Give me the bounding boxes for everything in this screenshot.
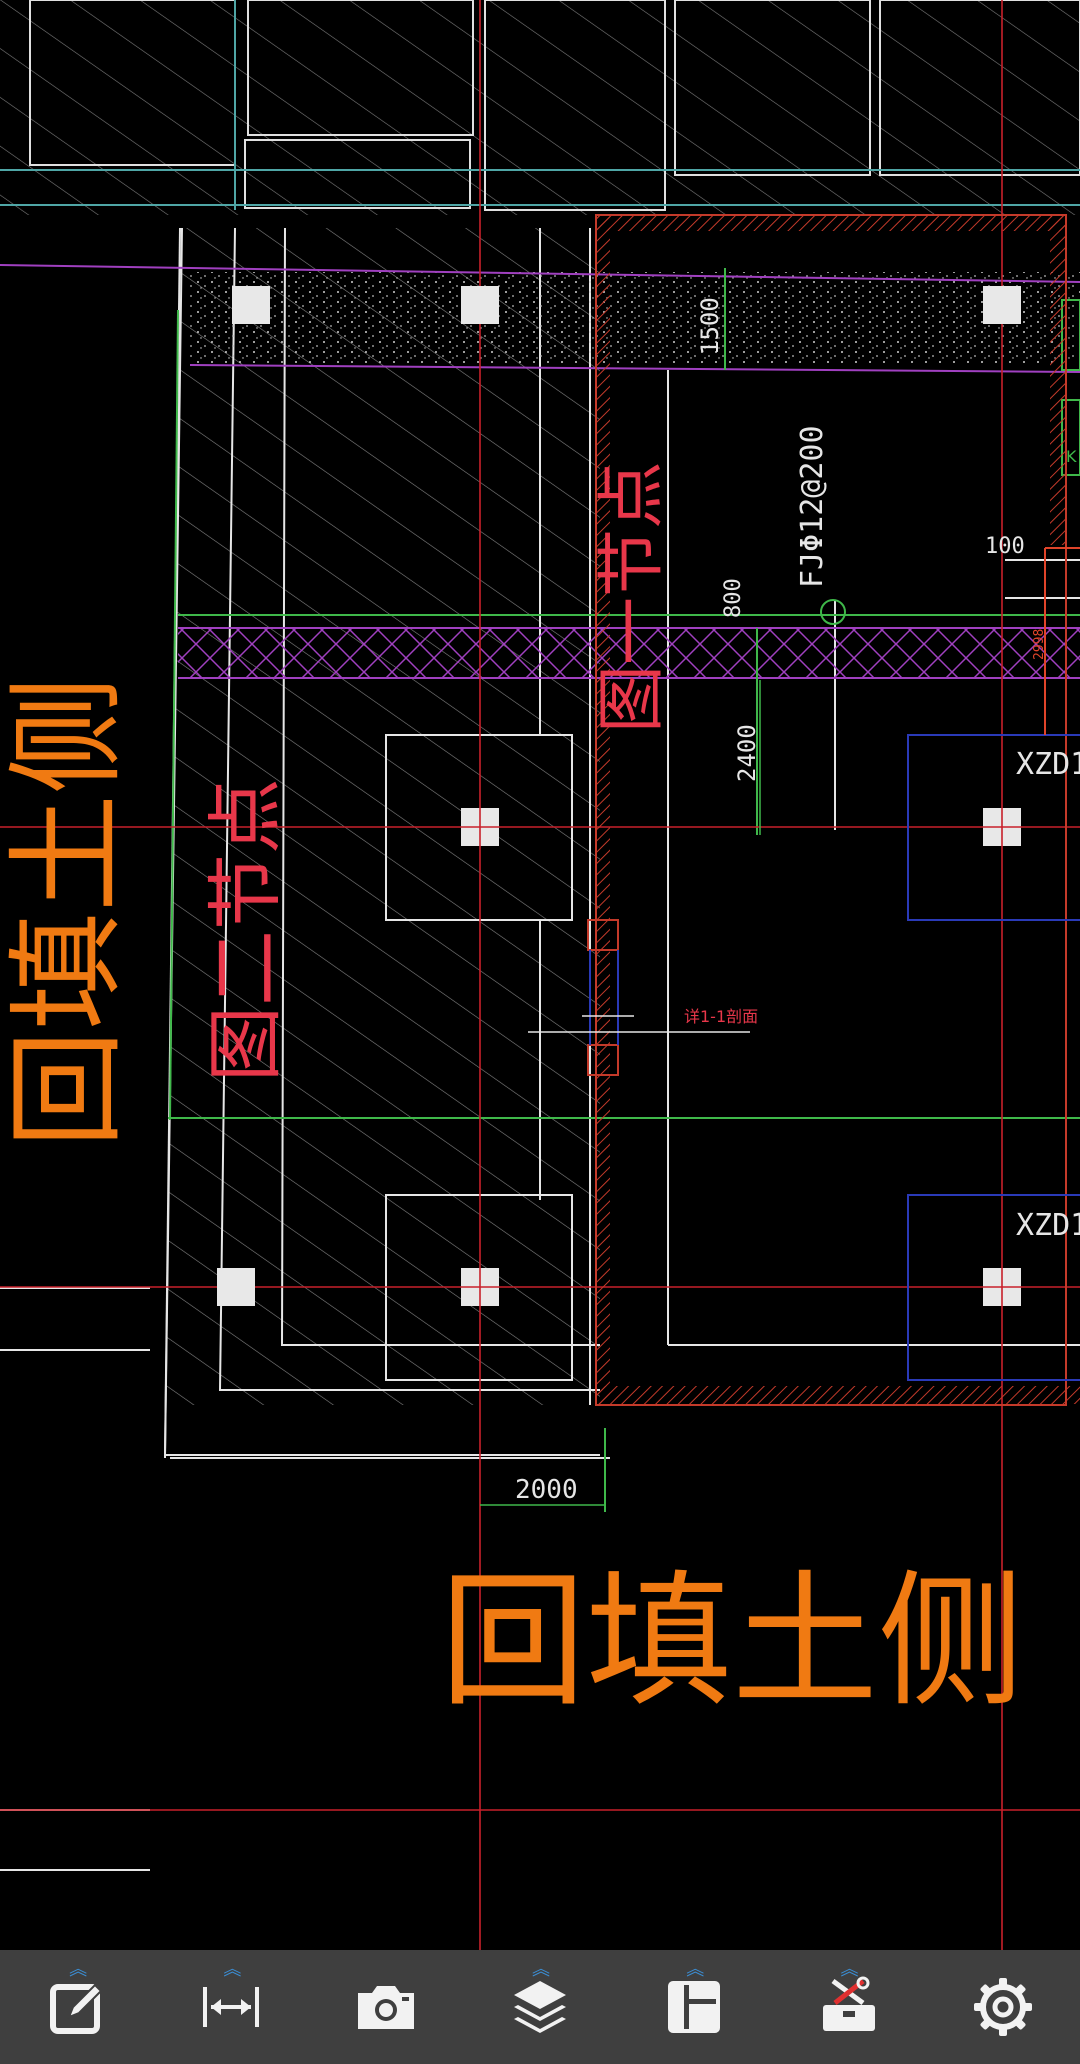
backfill-label-horizontal: 回填土侧 [440, 1557, 1024, 1727]
section-ref: 详1-1剖面 [684, 1007, 758, 1026]
dim-1500: 1500 [696, 297, 724, 355]
edit-button[interactable]: ︽ [27, 1957, 127, 2057]
expand-chevron-icon: ︽ [223, 1959, 241, 1980]
dim-2998: 2998 [1032, 629, 1047, 660]
dim-2400: 2400 [733, 724, 761, 782]
top-structure [0, 0, 1080, 215]
cad-drawing-canvas[interactable]: 1500 800 2400 100 2000 FJΦ12@200 XZD1 XZ… [0, 0, 1080, 1950]
edit-icon [50, 1983, 103, 2034]
xzd-label-top: XZD1 [1016, 747, 1080, 782]
axis-grid [0, 0, 1080, 1950]
dim-100: 100 [985, 534, 1025, 559]
rebar-note: FJΦ12@200 [795, 425, 830, 588]
toolbox-icon [822, 1976, 875, 2031]
expand-chevron-icon: ︽ [69, 1959, 87, 1980]
layers-icon [513, 1981, 566, 2033]
foundation-hatch-left [165, 228, 600, 1405]
node-1-label: 图一节点 [593, 461, 672, 733]
gear-icon [973, 1978, 1032, 2036]
layers-button[interactable]: ︽ [490, 1957, 590, 2057]
toolbox-button[interactable]: ︽ [799, 1957, 899, 2057]
retaining-wall [587, 214, 1080, 1406]
measure-icon [203, 1987, 260, 2027]
camera-icon [357, 1986, 414, 2029]
measure-button[interactable]: ︽ [181, 1957, 281, 2057]
expand-chevron-icon: ︽ [686, 1959, 704, 1980]
node-2-label: 图二节点 [201, 778, 290, 1082]
settings-button[interactable] [953, 1957, 1053, 2057]
dim-2000: 2000 [515, 1475, 578, 1505]
xzd-blocks [589, 734, 1080, 1381]
purple-crosshatch-strip [178, 628, 1080, 678]
backfill-label-vertical: 回填土侧 [0, 676, 136, 1148]
dimension-marks [480, 680, 761, 1506]
green-k-label: K [1066, 447, 1077, 466]
camera-button[interactable] [336, 1957, 436, 2057]
beam-dotted [190, 272, 1080, 365]
layout-button[interactable]: ︽ [644, 1957, 744, 2057]
green-lines [168, 268, 1080, 1512]
dim-800: 800 [721, 578, 746, 618]
bottom-toolbar: ︽ ︽ ︽ ︽ [0, 1950, 1080, 2064]
layout-icon [668, 1981, 721, 2033]
expand-chevron-icon: ︽ [531, 1959, 550, 1980]
expand-chevron-icon: ︽ [840, 1959, 859, 1980]
xzd-label-bottom: XZD1 [1016, 1208, 1080, 1243]
